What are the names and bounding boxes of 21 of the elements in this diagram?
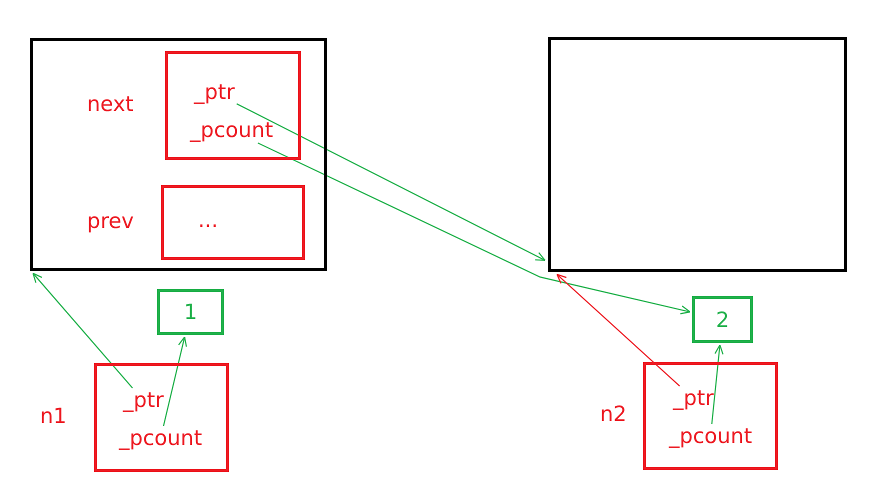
member-label: _ptr xyxy=(123,390,164,411)
member-label: _ptr xyxy=(673,388,714,409)
member-label: _pcount xyxy=(119,428,202,449)
member-label: _ptr xyxy=(194,82,235,103)
count-box: 1 xyxy=(157,289,224,335)
count-box: 2 xyxy=(692,296,753,343)
field-label: next xyxy=(87,94,134,114)
frame-box xyxy=(30,38,327,271)
arrow xyxy=(258,142,691,314)
arrow xyxy=(711,344,724,424)
arrow xyxy=(556,274,680,386)
ellipsis-text: ... xyxy=(198,210,218,230)
arrow xyxy=(236,103,546,261)
field-label: prev xyxy=(87,210,134,232)
frame-box xyxy=(548,37,847,272)
member-label: _pcount xyxy=(190,120,274,141)
member-label: _pcount xyxy=(669,426,752,447)
variable-label: n1 xyxy=(40,406,67,426)
arrow xyxy=(32,272,133,388)
arrow xyxy=(162,336,188,426)
variable-label: n2 xyxy=(600,404,627,425)
